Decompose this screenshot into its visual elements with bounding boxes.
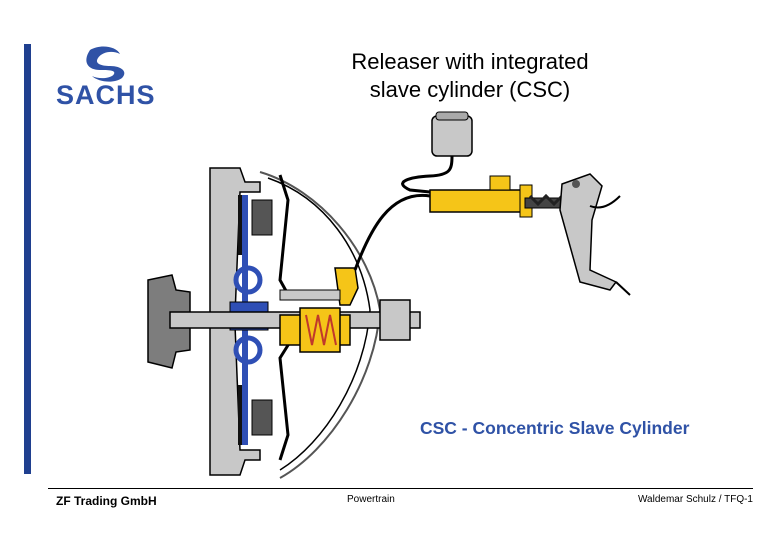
footer-author: Waldemar Schulz / TFQ-1 [637,494,753,505]
master-cylinder [429,189,526,213]
flywheel [147,274,191,369]
csc-spring [305,314,337,346]
sachs-logo-icon [86,46,125,82]
title-line-2: slave cylinder (CSC) [369,77,571,102]
fluid-reservoir [431,115,473,157]
hydraulic-line [353,193,431,271]
footer-divider [48,488,753,489]
accent-bar [24,44,31,474]
damper-spring-lower [233,335,263,365]
title-line-1: Releaser with integrated [351,49,589,74]
diagram-caption: CSC - Concentric Slave Cylinder [420,418,690,438]
clutch-diagram [147,111,631,479]
sachs-logo-text: SACHS [56,80,156,110]
damper-spring-upper [233,265,263,295]
footer-division: Powertrain [347,494,395,505]
page-title: Releaser with integrated slave cylinder … [290,48,650,104]
clutch-housing-lower [209,324,261,476]
clutch-pedal [559,173,618,291]
footer-company: ZF Trading GmbH [56,494,157,508]
